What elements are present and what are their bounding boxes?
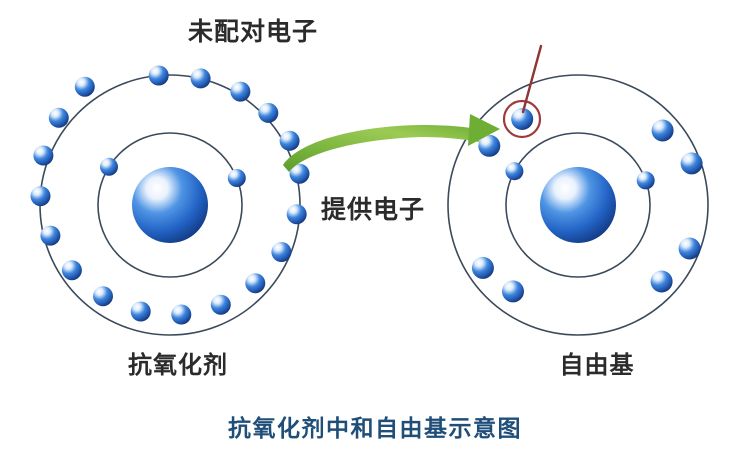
- electron: [471, 256, 494, 279]
- electron: [130, 301, 151, 322]
- electron-transfer-arrow: [283, 114, 500, 172]
- electron: [478, 134, 501, 157]
- electron: [502, 280, 524, 303]
- electron: [190, 68, 211, 89]
- electron: [148, 65, 169, 86]
- electron: [289, 163, 310, 184]
- electron: [48, 107, 69, 128]
- leader-line: [521, 44, 543, 114]
- electron: [61, 260, 82, 281]
- arrow-head-icon: [468, 114, 500, 146]
- label-free-radical: 自由基: [559, 352, 635, 379]
- label-antioxidant: 抗氧化剂: [128, 352, 228, 379]
- electron: [30, 186, 51, 207]
- nucleus-right: [540, 167, 616, 243]
- electron: [271, 242, 292, 262]
- electron: [505, 162, 524, 181]
- electron: [651, 119, 674, 142]
- electron-unpaired: [511, 108, 534, 130]
- label-donate-electron: 提供电子: [320, 196, 425, 224]
- electron: [286, 204, 307, 225]
- electron: [93, 286, 113, 307]
- unpaired-electron-marker: [502, 44, 543, 139]
- electron: [680, 152, 703, 175]
- electron: [678, 237, 701, 260]
- arrow-body: [283, 125, 482, 172]
- electron: [210, 294, 231, 315]
- electron: [33, 145, 54, 166]
- atom-free-radical: [447, 74, 709, 336]
- diagram-caption: 抗氧化剂中和自由基示意图: [228, 415, 522, 441]
- nucleus-left: [132, 167, 208, 243]
- orbit-outer-right: [447, 74, 709, 336]
- electron: [40, 225, 61, 246]
- electron: [74, 76, 95, 97]
- electron: [230, 81, 251, 102]
- electron: [171, 304, 192, 325]
- electron: [636, 171, 655, 190]
- electron: [279, 130, 300, 151]
- orbit-inner-right: [505, 132, 651, 278]
- electron: [258, 102, 279, 123]
- highlight-circle-icon: [502, 99, 542, 139]
- electron: [245, 273, 266, 294]
- electron: [227, 169, 246, 187]
- orbit-inner-left: [97, 132, 243, 278]
- label-unpaired-electron: 未配对电子: [187, 18, 318, 46]
- electron: [650, 270, 673, 293]
- electron: [100, 157, 118, 176]
- atom-antioxidant: [30, 65, 310, 336]
